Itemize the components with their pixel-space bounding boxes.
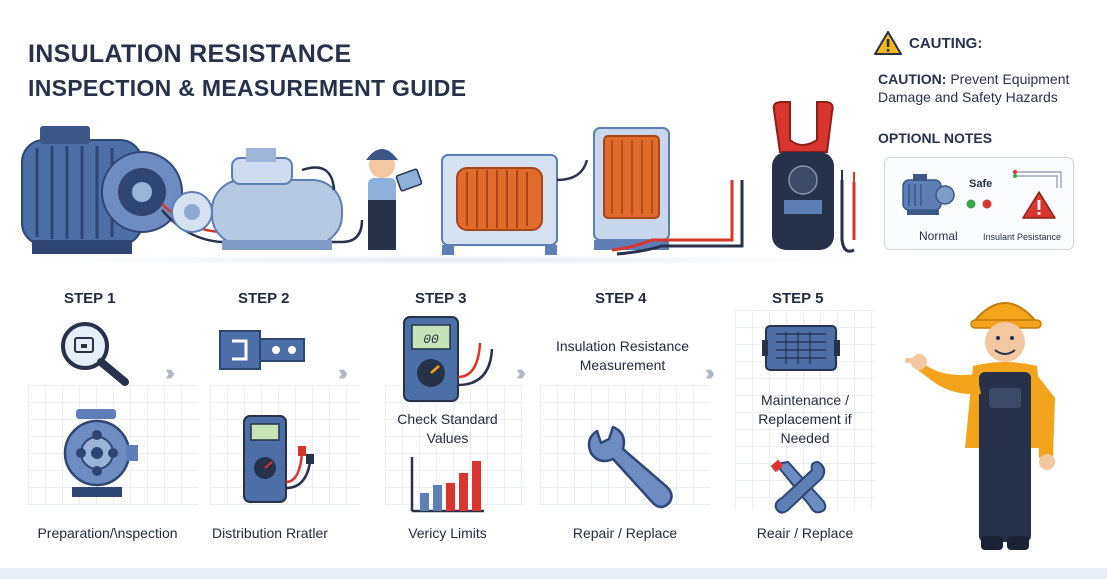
notes-resistance-label: Insulant Pesistance bbox=[983, 232, 1062, 242]
page-subtitle: INSPECTION & MEASUREMENT GUIDE bbox=[28, 75, 467, 101]
step-arrow-1: ››› bbox=[165, 360, 175, 385]
svg-text:00: 00 bbox=[423, 332, 439, 347]
bar-chart-icon bbox=[410, 457, 484, 513]
transformer-cabinet-icon bbox=[556, 127, 744, 256]
step4-text: Repair / Replace bbox=[572, 525, 678, 541]
step3-top-text: Check Standard Values bbox=[397, 411, 498, 446]
multimeter-icon bbox=[243, 415, 314, 503]
notes-normal-label: Normal bbox=[919, 229, 958, 243]
step-arrow-2: ››› bbox=[338, 360, 348, 385]
panel-icon bbox=[762, 325, 840, 371]
large-motor-icon bbox=[21, 126, 364, 254]
caution-bold-label: CAUTION: bbox=[878, 71, 947, 87]
danger-warning-icon bbox=[1013, 170, 1062, 219]
step2-label: STEP 2 bbox=[238, 290, 290, 307]
footer-bar bbox=[0, 568, 1107, 579]
step-arrow-4: ››› bbox=[705, 360, 715, 385]
caution-text: CAUTION: Prevent Equipment Damage and Sa… bbox=[878, 70, 1093, 106]
page-title: INSULATION RESISTANCE bbox=[28, 40, 352, 68]
step2-text: Distribution Rratler bbox=[212, 525, 328, 541]
pump-motor-icon bbox=[171, 148, 343, 250]
status-dots-icon bbox=[966, 199, 992, 209]
step5-top-text: Maintenance / Replacement if Needed bbox=[758, 392, 852, 446]
step1-text: Preparation/\nspection bbox=[37, 525, 178, 541]
equipment-shadow bbox=[10, 255, 880, 265]
step3-text: Vericy Limits bbox=[408, 525, 487, 541]
tools-icon bbox=[770, 459, 827, 514]
caution-message: Prevent Equipment Damage and Safety Haza… bbox=[878, 71, 1070, 105]
caution-heading-label: CAUTING: bbox=[909, 34, 983, 52]
notes-title: OPTIONL NOTES bbox=[878, 130, 993, 146]
notes-card: Safe Normal Insulant Pesistance bbox=[884, 157, 1074, 250]
wrench-icon bbox=[587, 425, 673, 509]
step-arrow-3: ››› bbox=[516, 360, 526, 385]
clamp-icon bbox=[219, 330, 305, 370]
step4-top-text: Insulation Resistance Measurement bbox=[555, 338, 690, 373]
step1-label: STEP 1 bbox=[64, 290, 116, 307]
small-motor-icon bbox=[902, 174, 955, 215]
step3-label: STEP 3 bbox=[415, 290, 467, 307]
clamp-meter-icon bbox=[772, 101, 856, 253]
caution-heading: CAUTING: bbox=[873, 30, 982, 56]
technician-icon bbox=[366, 149, 423, 250]
copper-coil-icon bbox=[441, 154, 558, 255]
equipment-illustration bbox=[21, 101, 856, 256]
notes-safe-label: Safe bbox=[969, 178, 993, 190]
step4-label: STEP 4 bbox=[595, 290, 647, 307]
warning-triangle-icon bbox=[874, 31, 902, 55]
pointing-worker-icon bbox=[905, 302, 1055, 550]
magnifier-icon bbox=[61, 322, 129, 386]
meter-icon: 00 bbox=[403, 316, 494, 402]
step5-text: Reair / Replace bbox=[756, 525, 854, 541]
step5-label: STEP 5 bbox=[772, 290, 824, 307]
motor-end-icon bbox=[63, 409, 138, 497]
